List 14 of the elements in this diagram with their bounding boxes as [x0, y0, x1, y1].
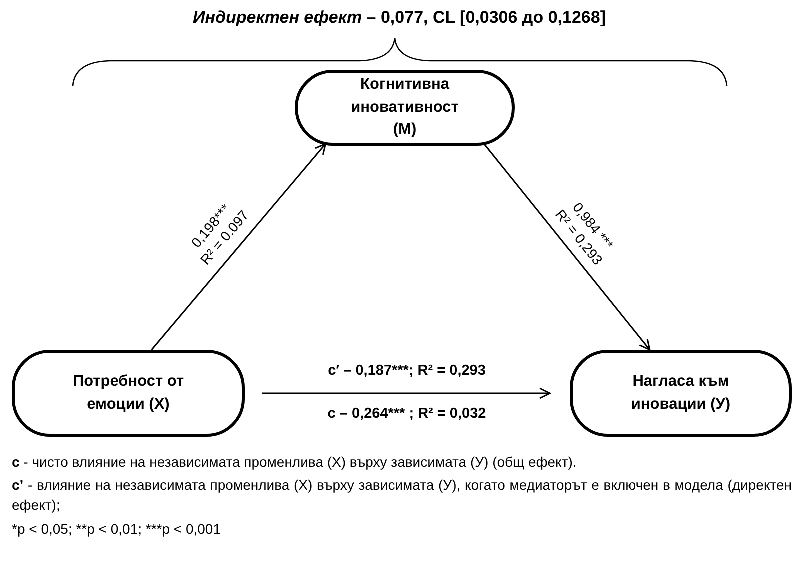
coefficient-text: c – 0,264*** ; R² = 0,032: [328, 404, 486, 424]
rounded-box: [12, 350, 245, 437]
note-text: *p < 0,05; **p < 0,01; ***p < 0,001: [12, 520, 222, 539]
edge-label: c′ – 0,187***; R² = 0,293: [328, 362, 486, 380]
node-label: Потребност от емоции (Х): [72, 372, 186, 414]
node-label: Нагласа към иновации (У): [630, 372, 732, 414]
arrow: [151, 143, 327, 350]
arrow: [484, 144, 651, 351]
arrow: [262, 388, 551, 400]
note-text: c - чисто влияние на независимата променлива (Х) върху зависимата (У) (общ ефект).: [12, 453, 578, 472]
rounded-box: [570, 350, 792, 437]
node-label: Когнитивна иновативност (М): [350, 75, 460, 140]
title: Индиректен ефект – 0,077, CL [0,0306 до 0,1268]: [192, 8, 607, 28]
note-text: c’ - влияние на независимата променлива (Х) върху зависимата (У), когато медиаторът е включен в модела (директен ефект);: [12, 476, 792, 516]
